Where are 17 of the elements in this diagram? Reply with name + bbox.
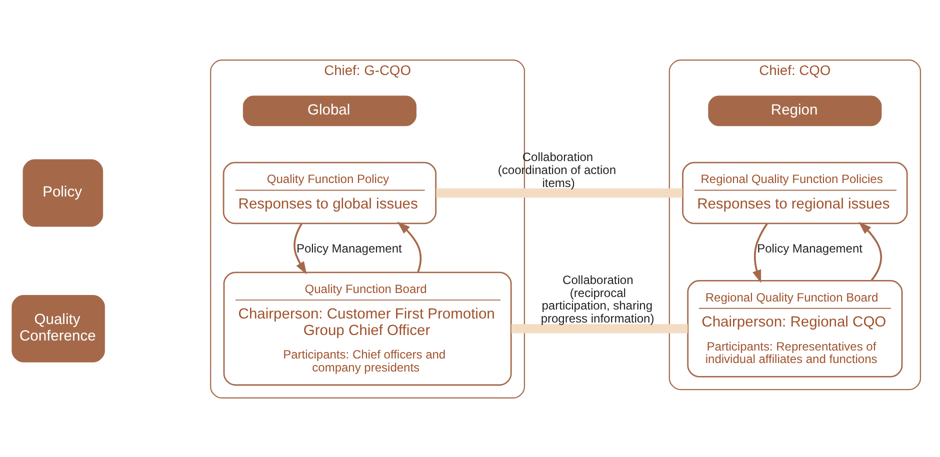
- edge-label: Policy Management: [296, 240, 402, 255]
- node-box: Quality Function Policy Responses to global issues: [222, 161, 437, 224]
- arrow: [752, 222, 768, 282]
- connector: [436, 188, 682, 198]
- edge-label: Policy Management: [757, 240, 862, 255]
- arrow: [858, 221, 882, 281]
- node-box: Quality Conference: [12, 294, 105, 362]
- edge-label: Collaboration (reciprocal participation, sharing progress information): [540, 272, 654, 326]
- node-box: Global: [242, 95, 416, 126]
- node-box: Quality Function Board Chairperson: Customer First Promotion Group Chief Officer Participants: Chief officers and company presidents: [223, 271, 512, 386]
- arrow: [397, 221, 422, 272]
- node-box: Regional Quality Function Policies Responses to regional issues: [682, 161, 908, 224]
- arrow: [294, 222, 307, 274]
- connector: [511, 324, 688, 333]
- node-box: Policy: [22, 158, 104, 226]
- node-box: Regional Quality Function Board Chairperson: Regional CQO Participants: Representatives of individual affiliates and functions: [687, 280, 903, 377]
- node-box: Region: [708, 95, 882, 126]
